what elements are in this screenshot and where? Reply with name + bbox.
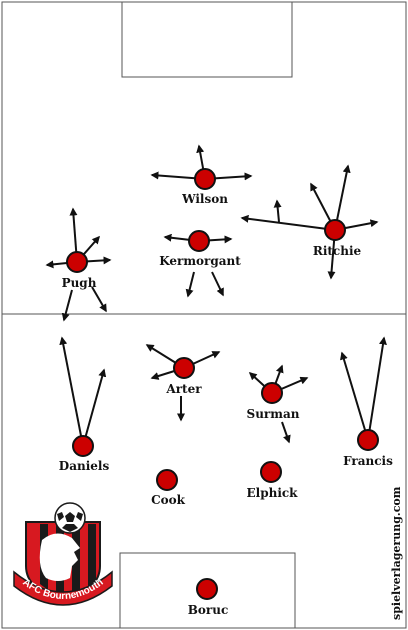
player-label-ritchie: Ritchie [313, 244, 362, 258]
club-crest: AFC Bournemouth [13, 502, 113, 606]
player-marker-francis [357, 429, 379, 451]
arrow-kermorgant-down-left [185, 271, 195, 298]
player-marker-cook [156, 469, 178, 491]
arrow-pugh-down-right [91, 286, 107, 313]
player-label-cook: Cook [151, 493, 186, 507]
player-marker-ritchie [324, 219, 346, 241]
player-label-pugh: Pugh [62, 276, 97, 290]
player-label-elphick: Elphick [247, 486, 299, 500]
player-label-arter: Arter [165, 382, 202, 396]
player-marker-pugh [66, 251, 88, 273]
arrow-francis-up-left [340, 351, 369, 441]
player-marker-surman [261, 382, 283, 404]
crest-head-silhouette [39, 533, 80, 581]
bottom-penalty-box [119, 552, 296, 629]
arrow-daniels-up-left [59, 336, 84, 447]
player-marker-boruc [196, 578, 218, 600]
crest-stripes [40, 524, 96, 598]
top-penalty-box [121, 1, 293, 78]
movement-arrows [45, 144, 387, 447]
players [66, 168, 379, 600]
arrow-surman-down [281, 421, 291, 444]
football-patches [57, 512, 83, 532]
arrow-francis-up-right [367, 336, 387, 441]
player-marker-wilson [194, 168, 216, 190]
arrow-pugh-down-left [61, 289, 73, 322]
watermark: spielverlagerung.com [390, 486, 403, 620]
player-label-kermorgant: Kermorgant [159, 254, 241, 268]
arrow-ritchie-left-long [240, 214, 336, 231]
arrow-daniels-up-right [82, 368, 107, 447]
player-marker-arter [173, 357, 195, 379]
player-label-francis: Francis [343, 454, 393, 468]
player-label-boruc: Boruc [188, 603, 229, 617]
crest-ribbon [13, 570, 113, 606]
player-labels: Wilson Ritchie Pugh Kermorgant Arter Sur… [59, 192, 393, 617]
player-label-surman: Surman [247, 407, 300, 421]
player-marker-kermorgant [188, 230, 210, 252]
player-marker-elphick [260, 461, 282, 483]
player-label-wilson: Wilson [181, 192, 228, 206]
arrow-ritchie-small-up [273, 199, 282, 223]
player-marker-daniels [72, 435, 94, 457]
arrow-kermorgant-down-right [211, 271, 224, 297]
player-label-daniels: Daniels [59, 459, 110, 473]
